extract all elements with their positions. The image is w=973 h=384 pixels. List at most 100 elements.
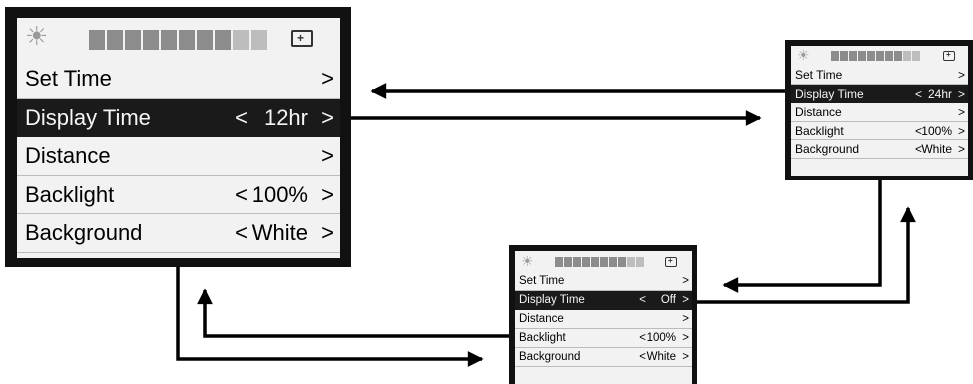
- lcd-right: ☀ + Set Time>Display Time<24hr>Distance>…: [791, 46, 968, 176]
- menu-item[interactable]: Set Time >: [515, 272, 692, 291]
- menu-item[interactable]: Backlight <100% >: [791, 122, 968, 140]
- menu-item-label: Distance: [519, 313, 564, 325]
- chevron-left-icon[interactable]: <: [914, 123, 922, 138]
- chevron-right-icon[interactable]: >: [957, 86, 965, 101]
- chevron-left-icon[interactable]: <: [235, 220, 248, 245]
- menu-item-label: Backlight: [795, 123, 844, 138]
- menu-item-label: Display Time: [795, 86, 864, 101]
- brightness-segment: [564, 257, 572, 267]
- row-divider: [791, 83, 968, 85]
- chevron-right-icon[interactable]: >: [321, 104, 334, 130]
- brightness-segment: [555, 257, 563, 267]
- menu-item[interactable]: Display Time < Off >: [515, 291, 692, 310]
- brightness-segment: [591, 257, 599, 267]
- menu-item-value: 12hr: [263, 104, 308, 130]
- chevron-right-icon[interactable]: >: [682, 351, 689, 363]
- battery-icon: +: [291, 30, 313, 47]
- menu-item-label: Set Time: [519, 275, 565, 287]
- row-divider: [17, 174, 340, 176]
- menu-item-label: Distance: [25, 143, 111, 168]
- chevron-right-icon[interactable]: >: [321, 181, 334, 207]
- menu-item-label: Backlight: [519, 332, 566, 344]
- menu-item-value: White: [921, 142, 952, 156]
- brightness-segment: [107, 30, 123, 50]
- chevron-left-icon[interactable]: <: [639, 294, 646, 306]
- menu-item-label: Background: [25, 220, 143, 245]
- brightness-segment: [831, 51, 839, 61]
- chevron-right-icon[interactable]: >: [957, 68, 965, 82]
- row-divider: [791, 157, 968, 159]
- chevron-left-icon[interactable]: <: [914, 86, 922, 101]
- menu-item-value: 100%: [251, 181, 308, 207]
- menu-item[interactable]: Distance >: [515, 310, 692, 329]
- brightness-segment: [251, 30, 267, 50]
- lcd-large: ☀ + Set Time>Display Time<12hr>Distance>…: [17, 18, 340, 258]
- menu-item-value: White: [646, 351, 676, 363]
- chevron-left-icon[interactable]: <: [639, 351, 646, 363]
- menu-item-value: 24hr: [927, 86, 952, 101]
- menu-item[interactable]: Display Time <12hr >: [17, 98, 340, 137]
- chevron-left-icon[interactable]: <: [639, 332, 646, 344]
- brightness-segment: [179, 30, 195, 50]
- menu-item-label: Backlight: [25, 181, 115, 207]
- brightness-segment: [627, 257, 635, 267]
- chevron-left-icon[interactable]: <: [235, 104, 248, 130]
- menu-item-value: 100%: [921, 123, 952, 138]
- backlight-sun-icon: ☀: [797, 47, 810, 63]
- chevron-left-icon[interactable]: <: [914, 142, 922, 156]
- brightness-segment: [840, 51, 848, 61]
- chevron-right-icon[interactable]: >: [682, 313, 689, 325]
- chevron-right-icon[interactable]: >: [321, 143, 334, 168]
- menu-item[interactable]: Background <White >: [515, 348, 692, 367]
- screen-bottom: ☀ + Set Time>Display Time<Off>Distance>B…: [509, 245, 697, 384]
- row-divider: [17, 213, 340, 214]
- chevron-right-icon[interactable]: >: [321, 220, 334, 245]
- chevron-right-icon[interactable]: >: [321, 66, 334, 91]
- chevron-right-icon[interactable]: >: [682, 275, 689, 287]
- backlight-sun-icon: ☀: [521, 253, 534, 269]
- chevron-right-icon[interactable]: >: [682, 294, 689, 306]
- menu-item[interactable]: Background<White>: [17, 214, 340, 253]
- menu-item[interactable]: Display Time <24hr >: [791, 84, 968, 103]
- brightness-segment: [867, 51, 875, 61]
- row-divider: [17, 251, 340, 253]
- chevron-right-icon[interactable]: >: [957, 123, 965, 138]
- chevron-right-icon[interactable]: >: [957, 105, 965, 119]
- menu-item[interactable]: Distance >: [17, 137, 340, 176]
- row-divider: [791, 120, 968, 122]
- menu-item-label: Distance: [795, 105, 842, 119]
- menu-item[interactable]: Backlight<100%>: [515, 329, 692, 348]
- menu-item[interactable]: Set Time>: [17, 60, 340, 99]
- arrow-large-to-bottom: [176, 267, 484, 367]
- menu-item[interactable]: Set Time >: [791, 66, 968, 85]
- brightness-segment: [161, 30, 177, 50]
- chevron-right-icon[interactable]: >: [682, 332, 689, 344]
- brightness-segment: [89, 30, 105, 50]
- brightness-segment: [618, 257, 626, 267]
- menu-item-value: Off: [660, 294, 676, 306]
- row-divider: [515, 290, 692, 291]
- row-divider: [515, 328, 692, 329]
- brightness-segment: [582, 257, 590, 267]
- brightness-segment: [125, 30, 141, 50]
- menu-item-label: Display Time: [25, 104, 151, 130]
- brightness-segment: [573, 257, 581, 267]
- brightness-segment: [849, 51, 857, 61]
- chevron-right-icon[interactable]: >: [957, 142, 965, 156]
- menu-item-label: Background: [519, 351, 581, 363]
- menu-item[interactable]: Distance >: [791, 103, 968, 122]
- arrow-bottom-to-large: [197, 288, 509, 338]
- menu-item-label: Display Time: [519, 294, 585, 306]
- arrow-bottom-to-right: [697, 206, 916, 304]
- menu-item-label: Set Time: [795, 68, 843, 82]
- brightness-segment: [885, 51, 893, 61]
- lcd-bottom: ☀ + Set Time>Display Time<Off>Distance>B…: [515, 251, 692, 384]
- menu-item[interactable]: Background<White>: [791, 140, 968, 159]
- brightness-segment: [609, 257, 617, 267]
- chevron-left-icon[interactable]: <: [235, 181, 248, 207]
- brightness-segment: [858, 51, 866, 61]
- screen-right: ☀ + Set Time>Display Time<24hr>Distance>…: [785, 40, 973, 180]
- menu-item[interactable]: Backlight <100% >: [17, 176, 340, 214]
- row-divider: [515, 366, 692, 367]
